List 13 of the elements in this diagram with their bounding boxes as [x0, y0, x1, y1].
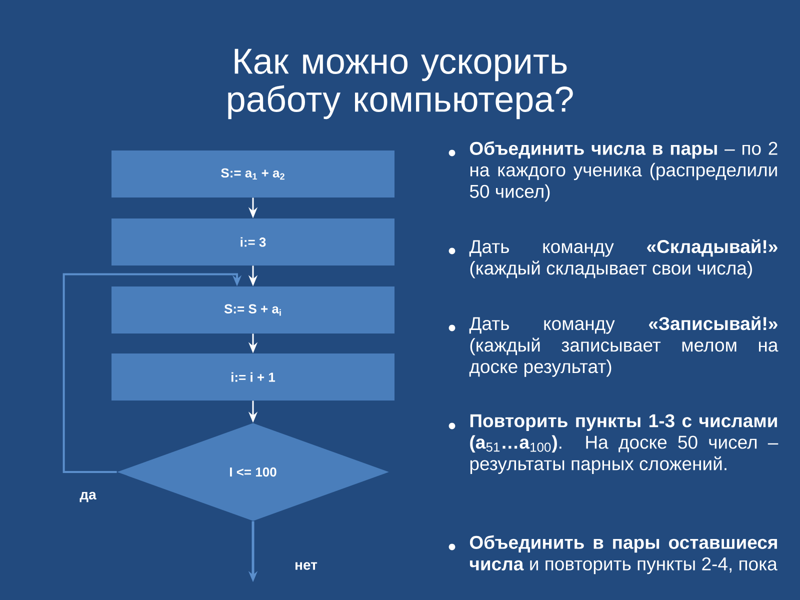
bullet-text: Объединить в пары оставшиеся числа и повторить пункты 2-4, пока	[470, 535, 778, 574]
process-box: i:= i + 1	[112, 354, 394, 400]
process-box: S:= S + a$_{i}$	[112, 286, 394, 334]
bullet-text: Дать команду «Складывай!» (каждый складывает свои числа)	[469, 239, 778, 278]
process-box: i:= 3	[112, 218, 394, 266]
title: Как можно ускорить работу компьютера?	[228, 48, 573, 120]
arrow	[62, 273, 242, 473]
bullet-text: Объединить числа в пары – по 2 на каждого ученика (распределили 50 чисел)	[470, 141, 778, 202]
process-box: S:= a$_{1}$ + a$_{2}$	[112, 150, 394, 198]
edge-label: нет	[296, 562, 318, 570]
bullet-text: Повторить пункты 1-3 с числами (a$_{51}$…a$_{100}$). На доске 50 чисел – результаты парных сложений.	[470, 414, 778, 474]
bullet-text: Дать команду «Записывай!» (каждый записывает мелом на доске результат)	[469, 316, 778, 377]
edge-label: да	[80, 492, 96, 502]
